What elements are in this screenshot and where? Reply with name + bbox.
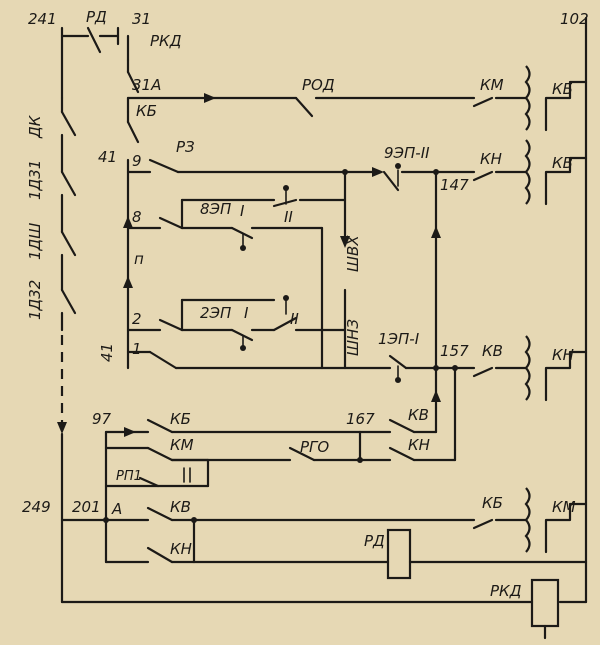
rung-9 bbox=[126, 139, 588, 206]
rung-8 bbox=[126, 170, 350, 370]
labels: 241 РД 31 РКД 102 31А РОД КМ КБ КБ 41 9 … bbox=[22, 8, 589, 600]
top-branch bbox=[60, 26, 140, 114]
label-shnz: ШНЗ bbox=[344, 319, 362, 356]
label-rd-top: РД bbox=[86, 8, 107, 26]
label-kb-bot: КБ bbox=[482, 494, 503, 512]
label-241: 241 bbox=[28, 10, 57, 28]
label-157: 157 bbox=[440, 342, 469, 360]
label-167: 167 bbox=[346, 410, 375, 428]
label-kb-97: КБ bbox=[170, 410, 191, 428]
label-1d31: 1Д31 bbox=[26, 160, 44, 200]
label-41-top: 41 bbox=[98, 148, 117, 166]
label-dk: ДК bbox=[26, 114, 44, 139]
left-bus bbox=[57, 26, 534, 604]
label-102: 102 bbox=[560, 10, 589, 28]
label-kn-167: КН bbox=[408, 436, 430, 454]
label-2ep-ii: II bbox=[290, 310, 299, 328]
label-rd-coil: РД bbox=[364, 532, 385, 550]
label-a: А bbox=[111, 500, 122, 518]
label-2ep: 2ЭП bbox=[200, 304, 231, 322]
label-pos-8: 8 bbox=[132, 208, 142, 226]
label-km-coil: КМ bbox=[552, 498, 576, 516]
rung-97 bbox=[104, 406, 457, 564]
label-97: 97 bbox=[92, 410, 112, 428]
rung-1 bbox=[126, 170, 588, 452]
label-kv-167: КВ bbox=[408, 406, 429, 424]
label-shvh: ШВХ bbox=[344, 235, 362, 272]
label-pos-n: п bbox=[134, 250, 144, 268]
label-pos-2: 2 bbox=[132, 310, 142, 328]
label-2ep-i: I bbox=[244, 304, 249, 322]
label-rkd-coil: РКД bbox=[490, 582, 522, 600]
label-147: 147 bbox=[440, 176, 469, 194]
label-8ep: 8ЭП bbox=[200, 200, 231, 218]
label-pos-9: 9 bbox=[132, 152, 142, 170]
label-km-97: КМ bbox=[170, 436, 194, 454]
rung-201 bbox=[60, 487, 588, 580]
label-kn-top: КН bbox=[480, 150, 502, 168]
label-rod: РОД bbox=[302, 76, 335, 94]
label-rgo: РГО bbox=[300, 438, 329, 456]
label-pos-1: 1 bbox=[132, 340, 142, 358]
label-31a: 31А bbox=[132, 76, 161, 94]
label-1d32: 1Д32 bbox=[26, 280, 44, 320]
label-8ep-ii: II bbox=[284, 208, 293, 226]
label-8ep-i: I bbox=[240, 202, 245, 220]
selector-kb bbox=[123, 110, 140, 370]
label-249: 249 bbox=[22, 498, 51, 516]
label-km-top: КМ bbox=[480, 76, 504, 94]
label-1dsh: 1ДШ bbox=[26, 223, 44, 260]
label-kn-coil: КН bbox=[552, 346, 574, 364]
label-kn-201: КН bbox=[170, 540, 192, 558]
rkd-coil bbox=[530, 578, 560, 640]
label-kv-mid: КВ bbox=[482, 342, 503, 360]
label-kv-201: КВ bbox=[170, 498, 191, 516]
label-201: 201 bbox=[72, 498, 101, 516]
label-rz: РЗ bbox=[176, 138, 195, 156]
label-rkd-top: РКД bbox=[150, 32, 182, 50]
label-1ep-i: 1ЭП-I bbox=[378, 330, 420, 348]
label-kb-selector: КБ bbox=[136, 102, 157, 120]
label-31: 31 bbox=[132, 10, 151, 28]
label-rp1: РП1 bbox=[116, 469, 142, 484]
rung-31a bbox=[126, 65, 588, 132]
label-41-bot: 41 bbox=[98, 343, 116, 362]
label-9ep-ii: 9ЭП-II bbox=[384, 144, 430, 162]
rung-2 bbox=[126, 288, 347, 370]
label-kb-coil: КБ bbox=[552, 80, 573, 98]
label-kv-coil: КВ bbox=[552, 154, 573, 172]
